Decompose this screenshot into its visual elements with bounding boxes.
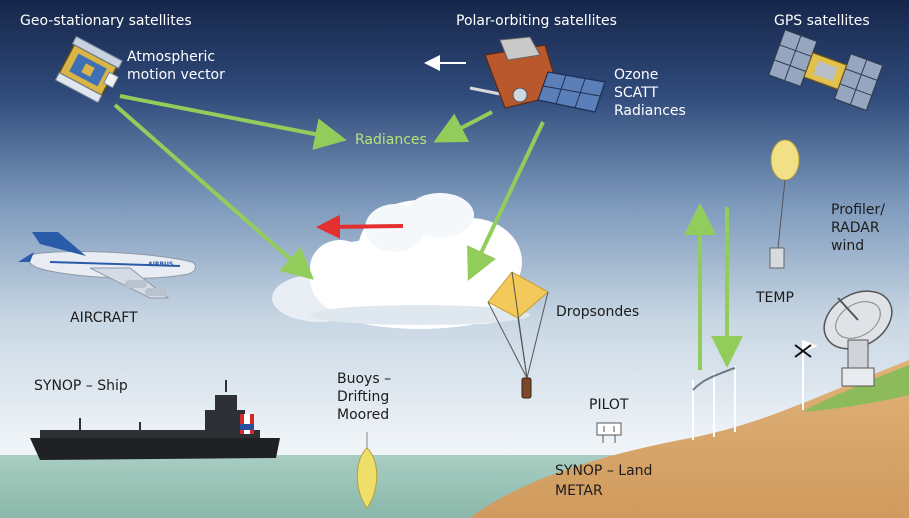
arrow-geo-to-radiances	[119, 94, 347, 150]
buoys-line-2: Drifting	[337, 389, 390, 405]
amv-line-1: Atmospheric	[127, 49, 216, 65]
arrow-cloud-motion	[316, 214, 404, 239]
radar-dish	[823, 290, 893, 387]
label-pilot: PILOT	[589, 397, 629, 413]
weather-balloon	[769, 139, 800, 269]
amv-line-2: motion vector	[127, 67, 225, 83]
label-metar: METAR	[555, 483, 603, 499]
label-polar-instruments: Ozone SCATT Radiances	[614, 66, 686, 120]
profiler-line-2: RADAR	[831, 220, 880, 236]
wind-vane	[794, 340, 818, 410]
label-atmospheric-motion-vector: Atmospheric motion vector	[127, 48, 225, 84]
label-geostationary-satellites: Geo-stationary satellites	[20, 13, 192, 29]
label-dropsondes: Dropsondes	[556, 304, 640, 320]
arrow-polar-to-cloud	[467, 121, 545, 281]
buoy	[356, 432, 378, 509]
label-buoys: Buoys – Drifting Moored	[337, 370, 391, 424]
label-scatt: SCATT	[614, 85, 659, 101]
arrow-polar-to-radiances	[433, 110, 493, 143]
label-aircraft: AIRCRAFT	[70, 310, 138, 326]
label-synop-ship: SYNOP – Ship	[34, 378, 128, 394]
airplane-logo: AIRBUS	[148, 261, 173, 268]
polar-satellite	[469, 36, 606, 113]
label-temp: TEMP	[756, 290, 794, 306]
land	[470, 360, 909, 518]
label-radiances: Radiances	[355, 132, 427, 148]
label-gps-satellites: GPS satellites	[774, 13, 870, 29]
buoys-line-1: Buoys –	[337, 371, 392, 387]
profiler-masts	[692, 366, 736, 440]
dropsonde	[487, 271, 549, 399]
label-synop-land: SYNOP – Land	[555, 463, 653, 479]
buoys-line-3: Moored	[337, 407, 390, 423]
label-ozone: Ozone	[614, 67, 659, 83]
profiler-line-1: Profiler/	[831, 202, 886, 218]
geostationary-satellite	[54, 35, 123, 104]
gps-satellite	[767, 29, 884, 112]
airplane	[18, 232, 196, 299]
arrow-geo-to-cloud	[113, 103, 315, 280]
label-radiances-polar: Radiances	[614, 103, 686, 119]
label-profiler-radar-wind: Profiler/ RADAR wind	[831, 201, 885, 255]
ship	[30, 380, 280, 460]
pilot-station	[596, 422, 622, 443]
profiler-line-3: wind	[831, 238, 865, 254]
label-polar-orbiting-satellites: Polar-orbiting satellites	[456, 13, 617, 29]
hill	[805, 365, 909, 412]
